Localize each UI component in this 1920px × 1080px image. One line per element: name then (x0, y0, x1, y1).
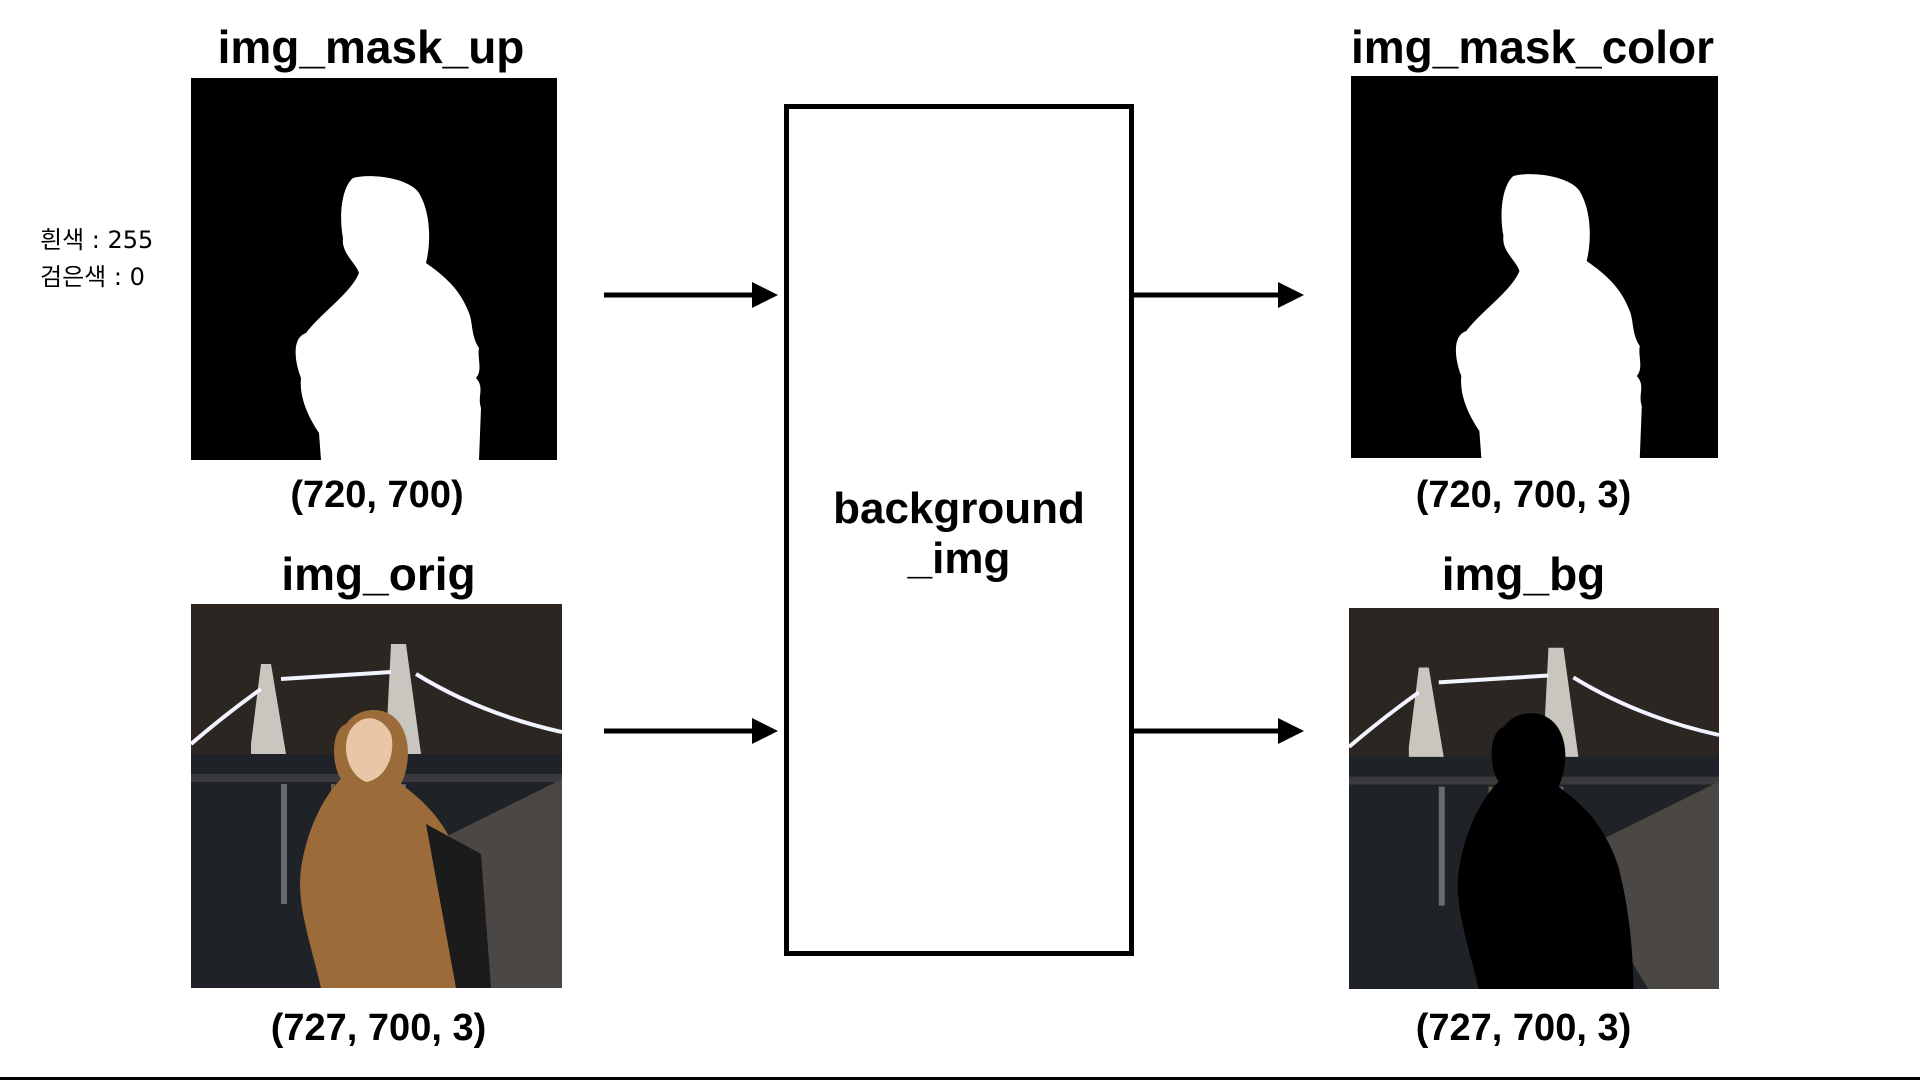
center-label-line1: background (833, 484, 1085, 533)
mask-color-dims: (720, 700, 3) (1415, 474, 1632, 516)
orig-dims: (727, 700, 3) (270, 1007, 487, 1049)
orig-image (191, 604, 562, 988)
legend-black-value: 검은색 : 0 (40, 263, 145, 291)
arrow-center-to-mask-color (1130, 282, 1304, 308)
masked-person-silhouette (1457, 713, 1634, 989)
arrow-orig-to-center (604, 718, 778, 744)
arrow-mask-up-to-center (604, 282, 778, 308)
legend: 흰색 : 255 검은색 : 0 (40, 222, 153, 296)
bg-title: img_bg (1441, 548, 1606, 600)
mask-color-title: img_mask_color (1351, 21, 1715, 73)
background-img-label: background _img (789, 484, 1129, 584)
person-figure (300, 709, 476, 988)
bg-dims: (727, 700, 3) (1415, 1007, 1632, 1049)
mask-color-image (1351, 76, 1718, 458)
legend-white-value: 흰색 : 255 (40, 226, 154, 254)
bg-image (1349, 608, 1719, 989)
background-img-box: background _img (784, 104, 1134, 956)
center-label-line2: _img (907, 534, 1011, 583)
mask-up-image (191, 78, 557, 460)
person-silhouette-icon (295, 176, 481, 460)
bridge-shape (251, 664, 286, 754)
orig-title: img_orig (281, 548, 476, 600)
person-silhouette-icon (1455, 174, 1642, 458)
mask-up-dims: (720, 700) (290, 474, 464, 516)
bottom-divider (0, 1077, 1920, 1080)
arrow-center-to-bg (1130, 718, 1304, 744)
mask-up-title: img_mask_up (217, 21, 525, 73)
